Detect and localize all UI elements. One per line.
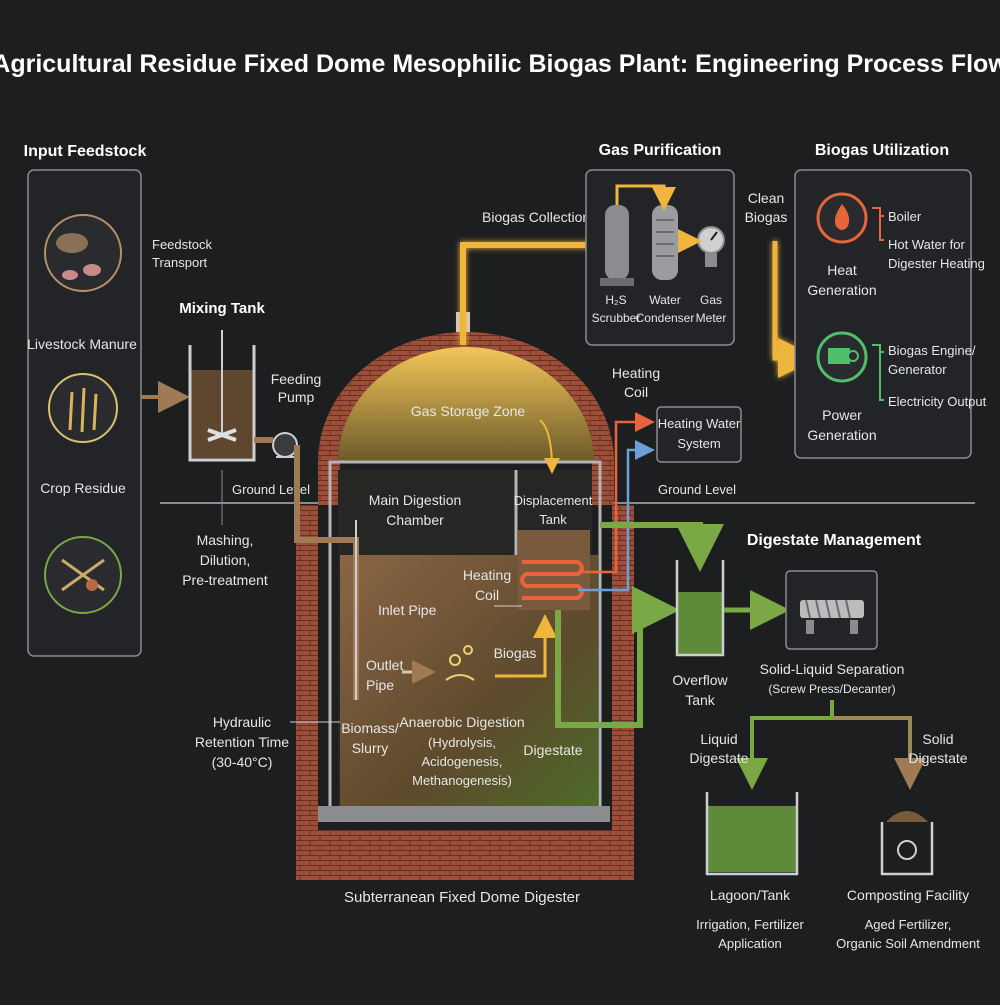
heating-water-system-label-1: Heating Water xyxy=(658,416,741,431)
ground-level-label-right: Ground Level xyxy=(658,482,736,497)
electricity-label: Electricity Output xyxy=(888,394,987,409)
liquid-digestate-label-2: Digestate xyxy=(689,750,748,766)
biogas-utilization-heading: Biogas Utilization xyxy=(815,142,949,159)
composting-facility-icon xyxy=(882,811,932,874)
water-condenser-icon xyxy=(652,205,678,280)
hot-water-label-2: Digester Heating xyxy=(888,256,985,271)
displacement-tank-label-1: Displacement xyxy=(514,493,593,508)
feeding-pump-label-2: Pump xyxy=(278,389,315,405)
digester-wall-left xyxy=(296,505,318,880)
biomass-label-2: Slurry xyxy=(352,740,389,756)
mixing-tank xyxy=(190,330,254,460)
anaerobic-label-2: (Hydrolysis, xyxy=(428,735,496,750)
flame-icon xyxy=(818,194,866,242)
livestock-manure-label: Livestock Manure xyxy=(27,336,137,352)
digestate-management-heading: Digestate Management xyxy=(747,532,922,549)
boiler-label: Boiler xyxy=(888,209,922,224)
power-generation-label-2: Generation xyxy=(807,427,876,443)
separator-split-line xyxy=(752,700,832,782)
inner-heating-coil-label-1: Heating xyxy=(463,567,511,583)
digester-top-wall-right xyxy=(592,462,614,505)
crop-residue-icon xyxy=(49,374,117,442)
meter-label-2: Meter xyxy=(696,311,727,325)
heating-coil-label-2: Coil xyxy=(624,384,648,400)
digester-floor xyxy=(318,806,610,822)
digester-caption: Subterranean Fixed Dome Digester xyxy=(344,889,580,906)
scrubber-label-1: H₂S xyxy=(605,293,626,307)
lagoon-sub-label-1: Irrigation, Fertilizer xyxy=(696,917,804,932)
composting-sub-label-1: Aged Fertilizer, xyxy=(865,917,952,932)
displacement-tank-label-2: Tank xyxy=(539,512,567,527)
digestate-inner-label: Digestate xyxy=(523,742,582,758)
composting-sub-label-2: Organic Soil Amendment xyxy=(836,936,980,951)
clean-biogas-label-1: Clean xyxy=(748,190,785,206)
pretreatment-label-2: Dilution, xyxy=(200,552,251,568)
overflow-tank-label-1: Overflow xyxy=(672,672,728,688)
clean-biogas-label-2: Biogas xyxy=(745,209,788,225)
meter-label-1: Gas xyxy=(700,293,722,307)
solid-digestate-label-1: Solid xyxy=(922,731,953,747)
feedstock-transport-label-2: Transport xyxy=(152,255,208,270)
main-chamber-label-2: Chamber xyxy=(386,512,444,528)
feeding-pump-label-1: Feeding xyxy=(271,371,322,387)
main-chamber-label-1: Main Digestion xyxy=(369,492,462,508)
feeding-pump-icon xyxy=(273,433,297,457)
pretreatment-label-1: Mashing, xyxy=(197,532,254,548)
feedstock-transport-label-1: Feedstock xyxy=(152,237,212,252)
overflow-tank xyxy=(677,560,723,655)
heat-generation-label-2: Generation xyxy=(807,282,876,298)
gas-purification-heading: Gas Purification xyxy=(599,142,722,159)
lagoon-sub-label-2: Application xyxy=(718,936,782,951)
crop-residue-label: Crop Residue xyxy=(40,480,126,496)
biogas-collection-label: Biogas Collection xyxy=(482,209,590,225)
pretreatment-label-3: Pre-treatment xyxy=(182,572,268,588)
heat-generation-label-1: Heat xyxy=(827,262,857,278)
lagoon-tank xyxy=(707,792,797,874)
generator-icon xyxy=(818,333,866,381)
mixing-tank-label: Mixing Tank xyxy=(179,300,265,317)
livestock-manure-icon xyxy=(45,215,121,291)
heating-water-system-label-2: System xyxy=(677,436,720,451)
power-generation-label-1: Power xyxy=(822,407,862,423)
composting-label: Composting Facility xyxy=(847,887,969,903)
outlet-pipe-label-2: Pipe xyxy=(366,677,394,693)
anaerobic-label-4: Methanogenesis) xyxy=(412,773,512,788)
scrubber-label-2: Scrubber xyxy=(592,311,641,325)
biomass-label-1: Biomass/ xyxy=(341,720,399,736)
hot-water-label-1: Hot Water for xyxy=(888,237,965,252)
anaerobic-label-3: Acidogenesis, xyxy=(422,754,503,769)
hrt-label-1: Hydraulic xyxy=(213,714,271,730)
gas-storage-zone-label: Gas Storage Zone xyxy=(411,403,526,419)
lagoon-label: Lagoon/Tank xyxy=(710,887,791,903)
engine-label-2: Generator xyxy=(888,362,947,377)
separator-to-solid-line xyxy=(832,718,910,782)
condenser-label-2: Condenser xyxy=(636,311,695,325)
separation-sub-label: (Screw Press/Decanter) xyxy=(768,682,895,696)
overflow-tank-label-2: Tank xyxy=(685,692,716,708)
biogas-inner-label: Biogas xyxy=(494,645,537,661)
liquid-digestate-label-1: Liquid xyxy=(700,731,737,747)
separation-label: Solid-Liquid Separation xyxy=(760,661,905,677)
heating-coil-label-1: Heating xyxy=(612,365,660,381)
condenser-label-1: Water xyxy=(649,293,681,307)
solid-digestate-label-2: Digestate xyxy=(908,750,967,766)
biogas-collection-line xyxy=(463,245,592,345)
digester-base xyxy=(296,830,634,880)
anaerobic-label-1: Anaerobic Digestion xyxy=(399,714,524,730)
engine-label-1: Biogas Engine/ xyxy=(888,343,976,358)
hrt-label-2: Retention Time xyxy=(195,734,289,750)
outlet-pipe-label-1: Outlet xyxy=(366,657,403,673)
page-title: Agricultural Residue Fixed Dome Mesophil… xyxy=(0,50,1000,78)
hrt-label-3: (30-40°C) xyxy=(212,754,273,770)
inner-heating-coil-label-2: Coil xyxy=(475,587,499,603)
mixed-residue-icon xyxy=(45,537,121,613)
inlet-pipe-label: Inlet Pipe xyxy=(378,602,437,618)
input-feedstock-heading: Input Feedstock xyxy=(24,143,147,160)
